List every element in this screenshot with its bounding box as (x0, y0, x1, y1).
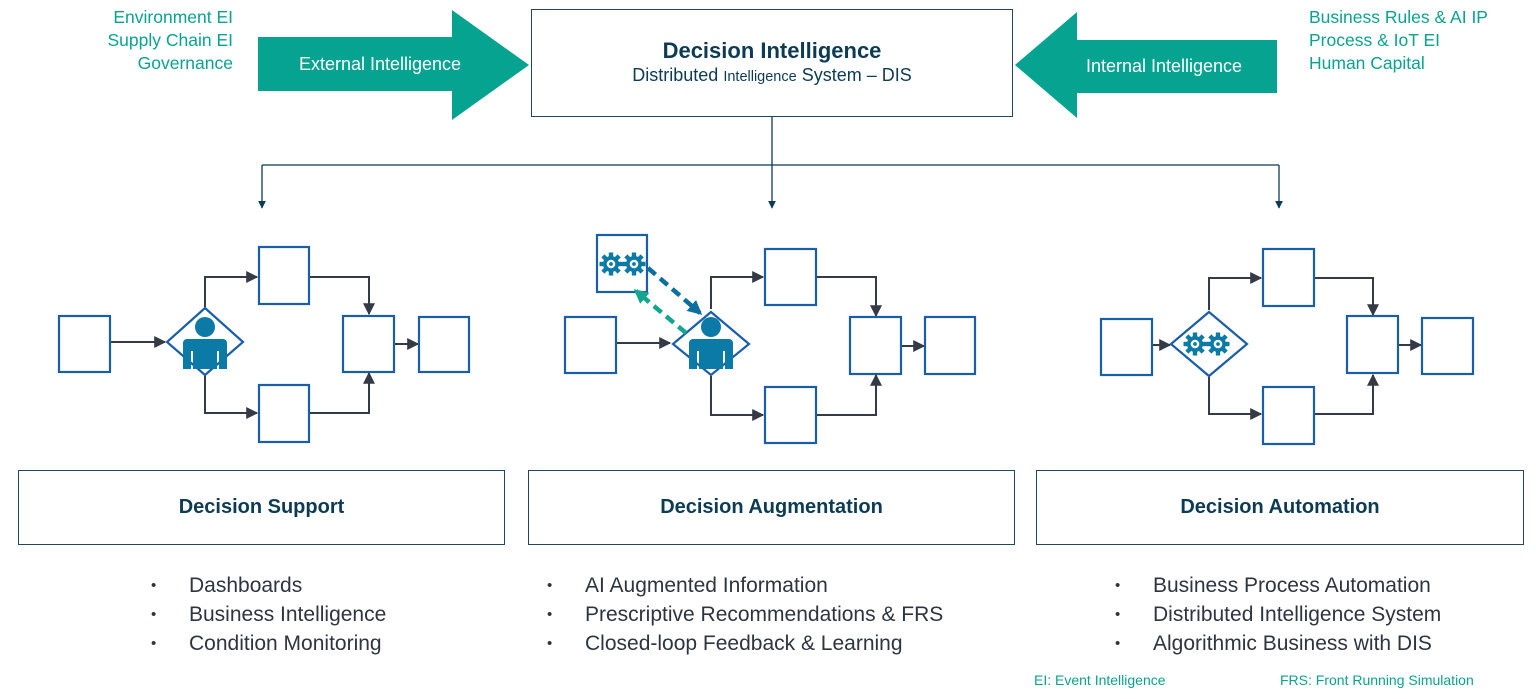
footnote-ei: EI: Event Intelligence (1034, 672, 1166, 688)
flow-decision-automation (1099, 247, 1475, 446)
category-box-decision-augmentation: Decision Augmentation (528, 470, 1015, 545)
bullet-text: Business Process Automation (1153, 574, 1431, 597)
process-node-merge (341, 314, 396, 374)
gears-icon (1183, 332, 1207, 356)
process-node-merge (1345, 314, 1400, 375)
bullet-text: Dashboards (189, 574, 303, 597)
bullet-dot: • (1115, 577, 1121, 594)
process-node-lower (257, 383, 311, 444)
bullet-item: • Business Process Automation (1115, 571, 1441, 600)
external-source: Supply Chain EI (107, 30, 234, 50)
process-node-input (563, 315, 618, 375)
bullet-dot: • (547, 635, 553, 652)
process-node-lower (763, 385, 818, 445)
external-intelligence-label: External Intelligence (298, 54, 462, 74)
gears-icon (1206, 332, 1230, 356)
process-node-output (923, 315, 977, 376)
feedback-arrow (633, 289, 688, 335)
internal-intelligence-arrow (1015, 12, 1277, 118)
distribution-connector (258, 117, 1283, 209)
bullet-dot: • (547, 606, 553, 623)
external-source: Environment EI (113, 7, 233, 27)
external-source: Governance (137, 53, 233, 73)
bullet-text: Closed-loop Feedback & Learning (585, 632, 903, 655)
subtitle-part: Distributed (632, 65, 724, 85)
process-node-input (1099, 317, 1154, 377)
process-node-upper (257, 245, 311, 306)
bullet-text: Distributed Intelligence System (1153, 603, 1442, 626)
bullet-text: Algorithmic Business with DIS (1153, 632, 1432, 655)
process-node-lower (1261, 385, 1316, 446)
process-node-upper (1261, 247, 1316, 308)
bullet-text: AI Augmented Information (585, 574, 828, 597)
internal-source: Business Rules & AI IP (1309, 7, 1488, 27)
external-intelligence-arrow (258, 10, 529, 120)
bullet-item: • Distributed Intelligence System (1115, 600, 1441, 629)
bullet-dot: • (547, 577, 553, 594)
bullet-dot: • (1115, 606, 1121, 623)
process-node-output (1420, 316, 1475, 376)
category-title: Decision Support (178, 496, 345, 518)
recommendation-arrow (646, 266, 703, 315)
footnote-frs: FRS: Front Running Simulation (1280, 672, 1474, 688)
bullet-list-decision-support: • Dashboards • Business Intelligence • Cond… (151, 571, 386, 658)
gears-icon (599, 252, 623, 276)
category-box-decision-support: Decision Support (18, 470, 505, 545)
category-title: Decision Automation (1180, 496, 1380, 518)
bullet-dot: • (1115, 635, 1121, 652)
process-node-output (417, 315, 471, 374)
internal-sources-list: Business Rules & AI IP Process & IoT EI … (1309, 6, 1536, 75)
process-node-upper (763, 247, 818, 307)
process-node-merge (848, 315, 903, 376)
internal-intelligence-label: Internal Intelligence (1085, 56, 1243, 76)
process-node-input (57, 314, 112, 374)
subtitle-part: Intelligence (723, 69, 797, 85)
bullet-dot: • (151, 635, 157, 652)
bullet-text: Condition Monitoring (189, 632, 382, 655)
flow-decision-support (57, 245, 471, 444)
internal-source: Process & IoT EI (1309, 30, 1440, 50)
bullet-item: • Algorithmic Business with DIS (1115, 629, 1441, 658)
category-box-decision-automation: Decision Automation (1036, 470, 1524, 545)
bullet-list-decision-augmentation: • AI Augmented Information • Prescriptive … (547, 571, 943, 658)
bullet-list-decision-automation: • Business Process Automation • Distribute… (1115, 571, 1441, 658)
decision-intelligence-title: Decision Intelligence (662, 38, 882, 63)
bullet-item: • Condition Monitoring (151, 629, 386, 658)
gears-icon (622, 252, 646, 276)
decision-intelligence-subtitle: Distributed Intelligence System – DIS (632, 64, 911, 88)
bullet-text: Prescriptive Recommendations & FRS (585, 603, 944, 626)
bullet-item: • Dashboards (151, 571, 386, 600)
bullet-item: • Prescriptive Recommendations & FRS (547, 600, 943, 629)
flow-decision-augmentation (563, 233, 977, 445)
bullet-item: • Closed-loop Feedback & Learning (547, 629, 943, 658)
bullet-text: Business Intelligence (189, 603, 387, 626)
category-title: Decision Augmentation (660, 496, 883, 518)
bullet-item: • AI Augmented Information (547, 571, 943, 600)
decision-intelligence-box: Decision Intelligence Distributed Intell… (531, 9, 1013, 117)
subtitle-part: System – DIS (796, 65, 912, 85)
bullet-item: • Business Intelligence (151, 600, 386, 629)
internal-source: Human Capital (1309, 53, 1425, 73)
bullet-dot: • (151, 606, 157, 623)
external-sources-list: Environment EI Supply Chain EI Governanc… (60, 6, 234, 75)
bullet-dot: • (151, 577, 157, 594)
